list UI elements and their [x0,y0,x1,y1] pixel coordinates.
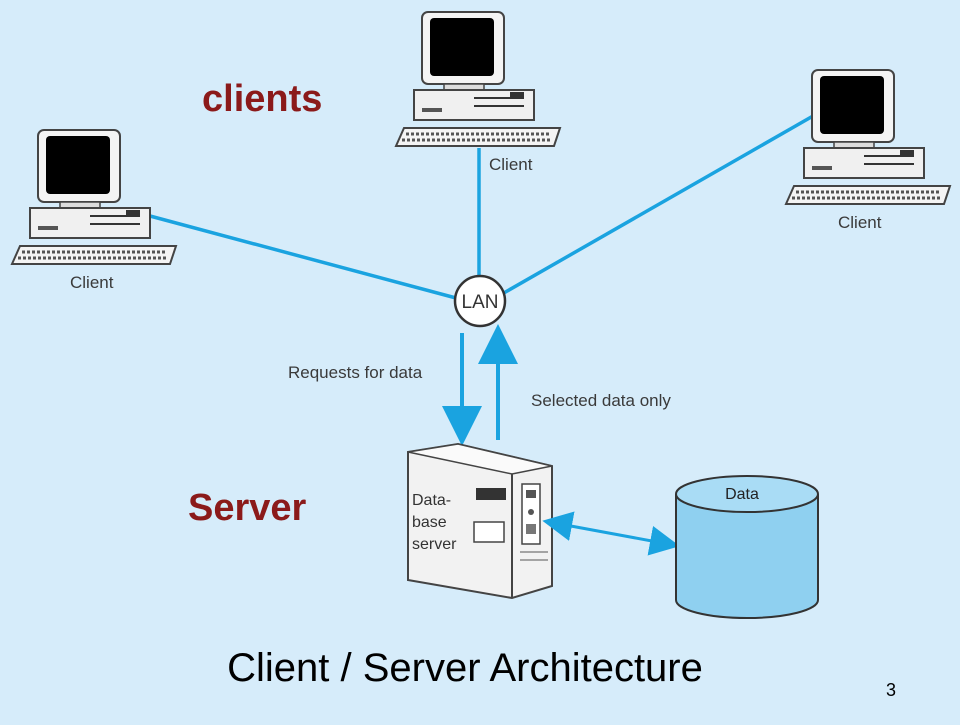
lan-hub: LAN [453,274,507,328]
client-right [784,68,952,206]
server-data-arrow [542,511,680,556]
link-right-client [501,110,821,296]
lan-label: LAN [462,292,499,313]
server-label-line-1: Data- [412,492,451,509]
network-links [149,110,821,300]
server-label-line-3: server [412,536,457,553]
slide-title: Client / Server Architecture [227,646,703,690]
requests-label: Requests for data [288,363,423,382]
selected-data-label: Selected data only [531,391,671,410]
data-store: Data [675,475,819,619]
server-heading: Server [188,487,307,529]
client-left-label: Client [70,273,114,292]
server-label: Data- base server [412,492,457,553]
page-number: 3 [886,680,897,700]
server-label-line-2: base [412,514,447,531]
client-left [10,128,178,266]
clients-heading: clients [202,78,322,120]
client-top-label: Client [489,155,533,174]
client-top [394,10,562,148]
link-left-client [149,214,457,300]
data-label: Data [725,486,759,503]
client-right-label: Client [838,213,882,232]
database-server: Data- base server [407,442,553,600]
